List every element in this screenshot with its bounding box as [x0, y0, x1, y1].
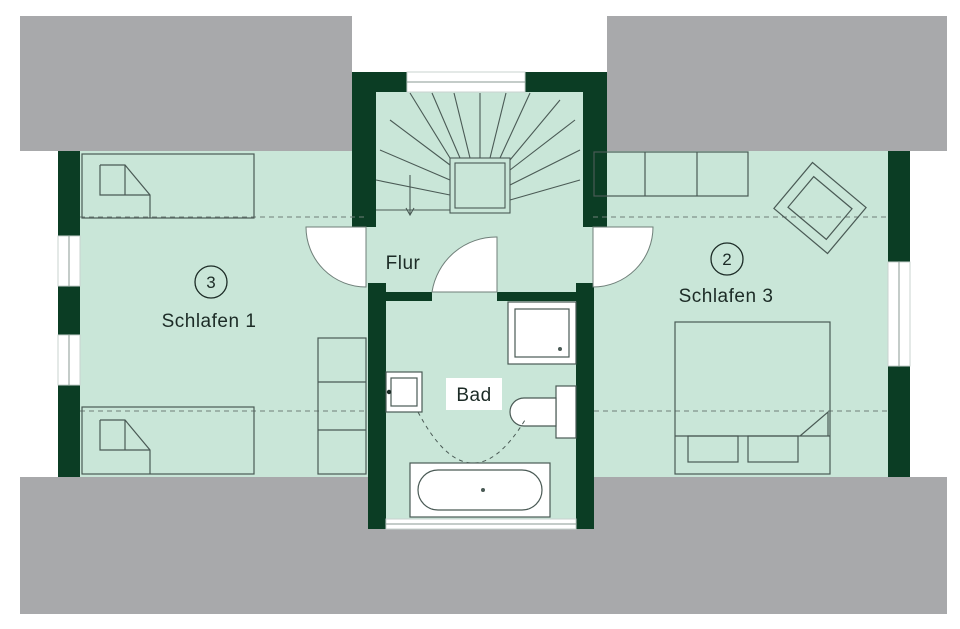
bathtub-drain: [481, 488, 485, 492]
shower-tray: [507, 301, 577, 365]
double-bed: [674, 321, 831, 475]
room-schlafen-3: 2 Schlafen 3: [679, 242, 774, 307]
room-number-circle: [710, 242, 744, 276]
walls: [58, 72, 910, 529]
washbasin-tap: [386, 389, 392, 395]
wardrobe-schlafen-3: [593, 151, 749, 197]
staircase: [375, 92, 581, 217]
bed-top-left: [81, 153, 255, 219]
armchair: [773, 161, 867, 255]
shelf-schlafen-1: [317, 337, 367, 475]
room-schlafen-1: 3 Schlafen 1: [162, 265, 257, 332]
room-number-circle: [194, 265, 228, 299]
bed-bottom-left: [81, 406, 255, 475]
roof-top-right: [607, 16, 947, 151]
washbasin: [385, 371, 423, 413]
toilet: [509, 385, 577, 439]
shower-drain: [558, 347, 562, 351]
slope-lines: [80, 216, 888, 412]
room-number-schlafen-3: 2: [722, 250, 731, 269]
room-name-schlafen-3: Schlafen 3: [679, 286, 774, 307]
roof-top-left: [20, 16, 352, 151]
bathtub: [409, 462, 551, 518]
bad-label-background: [446, 378, 502, 410]
room-name-flur: Flur: [386, 253, 421, 274]
room-number-schlafen-1: 3: [206, 273, 215, 292]
window-lines: [68, 81, 900, 525]
room-bad: Bad: [446, 378, 502, 410]
room-name-schlafen-1: Schlafen 1: [162, 311, 257, 332]
room-name-bad: Bad: [456, 385, 491, 406]
door-swings: [305, 226, 654, 293]
